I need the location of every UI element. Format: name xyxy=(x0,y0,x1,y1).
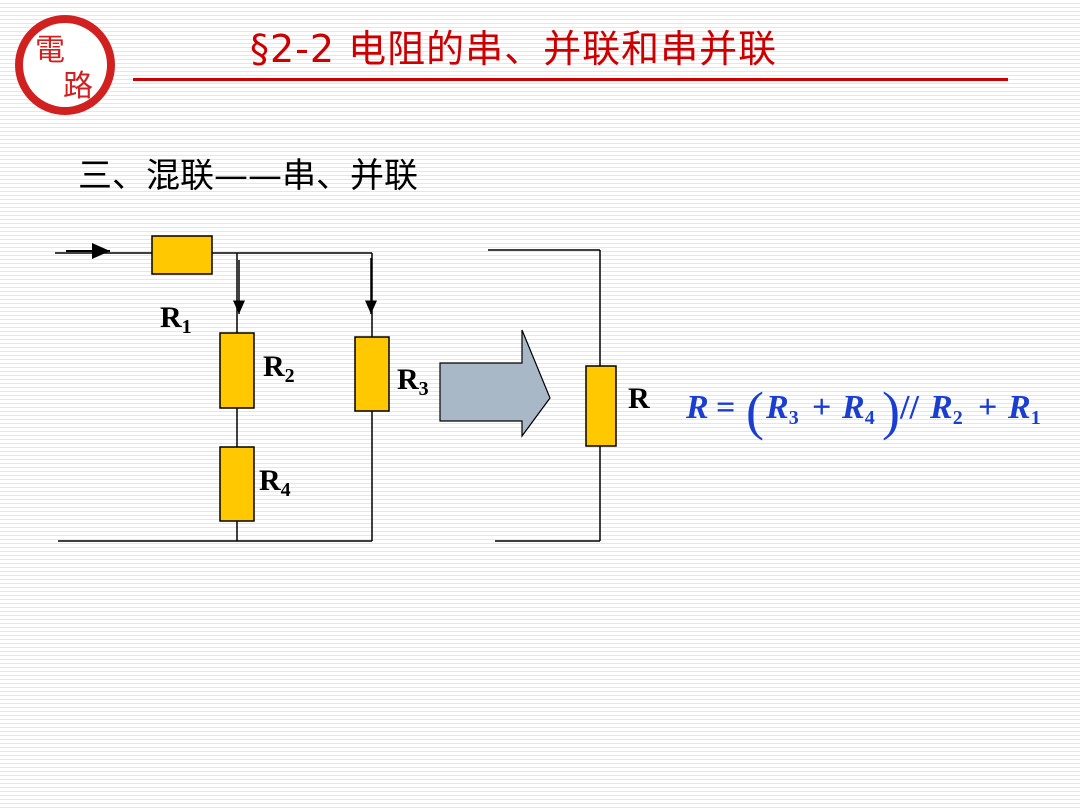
resistor-r2 xyxy=(219,332,255,409)
svg-text:(: ( xyxy=(746,381,764,441)
svg-text:+: + xyxy=(812,389,831,426)
logo-char-bottom: 路 xyxy=(63,69,93,104)
label-r1: R1 xyxy=(160,301,192,338)
label-r2: R2 xyxy=(263,350,295,387)
page-title: §2-2 电阻的串、并联和串并联 xyxy=(250,27,778,71)
svg-text:R: R xyxy=(685,389,709,426)
svg-text:R3: R3 xyxy=(765,389,799,429)
resistor-equivalent xyxy=(585,365,617,447)
label-r4: R4 xyxy=(259,464,291,501)
svg-text:R2: R2 xyxy=(929,389,963,429)
svg-text:R4: R4 xyxy=(841,389,875,429)
resistor-r4 xyxy=(219,446,255,522)
equivalent-resistance-formula: R = ( R3 + R4 ) // R2 + R1 xyxy=(685,381,1041,441)
svg-text://: // xyxy=(899,389,919,426)
section-heading: 三、混联——串、并联 xyxy=(78,156,418,196)
svg-text:+: + xyxy=(978,389,997,426)
resistor-r1 xyxy=(151,235,213,275)
logo-char-top: 電 xyxy=(35,33,65,68)
svg-text:=: = xyxy=(716,389,735,426)
label-r3: R3 xyxy=(397,363,429,400)
label-equivalent: R xyxy=(628,382,650,415)
equivalent-circuit-wires xyxy=(488,249,601,542)
equivalence-arrow xyxy=(439,329,551,438)
left-circuit-wires xyxy=(55,252,373,542)
svg-text:): ) xyxy=(882,381,900,441)
svg-text:R1: R1 xyxy=(1007,389,1041,429)
circuit-logo: 電 路 xyxy=(15,15,115,115)
resistor-r3 xyxy=(354,336,390,412)
title-underline xyxy=(133,78,1008,81)
